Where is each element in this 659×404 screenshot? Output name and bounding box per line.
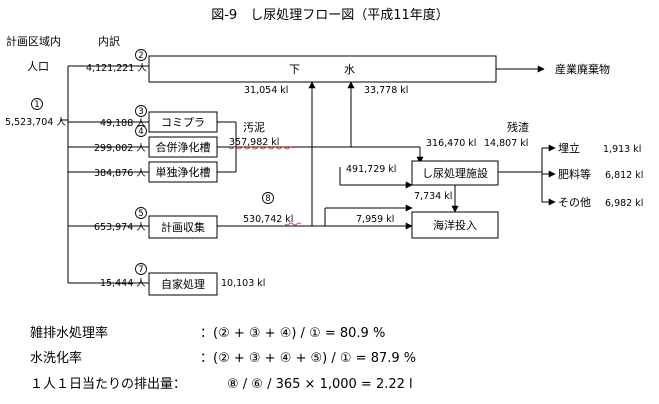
svg-text:：(② + ③ + ④) / ① = 80.9 %: ：(② + ③ + ④) / ① = 80.9 % xyxy=(200,326,385,341)
svg-text:8: 8 xyxy=(265,194,270,204)
sludge-amount: 357,982 kl xyxy=(229,137,279,148)
marker-sewer: 2 xyxy=(135,49,147,61)
residue-total: 14,807 kl xyxy=(484,138,528,149)
sewer-inflow-1: 31,054 kl xyxy=(244,85,288,96)
keikaku-box xyxy=(148,215,218,239)
facility-to-sea: 7,734 kl xyxy=(414,191,452,202)
marker-gappei: 4 xyxy=(135,125,147,137)
marker-collected: 8 xyxy=(262,192,274,204)
svg-text:6,812 kl: 6,812 kl xyxy=(605,170,643,181)
pop-jika: 15,444 人 xyxy=(100,278,146,289)
keikaku-label: 計画収集 xyxy=(161,220,205,234)
sludge-label: 汚泥 xyxy=(243,121,265,134)
pop-gappei: 299,002 人 xyxy=(94,143,146,154)
marker-keikaku: 5 xyxy=(135,207,147,219)
formula-row: １人１日当たりの排出量： ⑧ / ⑥ / 365 × 1,000 = 2.22 … xyxy=(30,377,413,392)
svg-text:雑排水処理率: 雑排水処理率 xyxy=(30,325,108,341)
formula-row: 雑排水処理率 ：(② + ③ + ④) / ① = 80.9 % xyxy=(30,325,385,341)
sea-inflow: 7,959 kl xyxy=(356,214,394,225)
svg-text:1: 1 xyxy=(34,100,39,110)
header-area: 計画区域内 xyxy=(6,34,61,48)
pop-sewer: 4,121,221 人 xyxy=(86,63,147,74)
sewer-inflow-2: 33,778 kl xyxy=(364,85,408,96)
marker-jika: 7 xyxy=(135,263,147,275)
header-population: 人口 xyxy=(27,60,49,73)
svg-text:：(② + ③ + ④ + ⑤) / ① = 87.9 %: ：(② + ③ + ④ + ⑤) / ① = 87.9 % xyxy=(200,351,416,366)
svg-text:6,982 kl: 6,982 kl xyxy=(605,198,643,209)
svg-text:7: 7 xyxy=(138,265,143,275)
svg-text:１人１日当たりの排出量：: １人１日当たりの排出量： xyxy=(30,377,186,392)
jika-box xyxy=(148,272,218,296)
industrial-waste-label: 産業廃棄物 xyxy=(555,62,610,76)
svg-text:埋立: 埋立 xyxy=(558,141,580,155)
svg-text:5: 5 xyxy=(138,209,143,219)
ocean-dumping-label: 海洋投入 xyxy=(433,218,477,232)
svg-text:4: 4 xyxy=(138,127,143,137)
shinyo-facility-label: し尿処理施設 xyxy=(422,166,488,180)
svg-text:2: 2 xyxy=(138,51,143,61)
ocean-dumping-box xyxy=(411,211,499,239)
total-population: 5,523,704 人 xyxy=(5,117,66,128)
komipura-label: コミプラ xyxy=(161,116,205,129)
formula-row: 水洗化率 ：(② + ③ + ④ + ⑤) / ① = 87.9 % xyxy=(30,350,416,366)
pop-tandoku: 384,876 人 xyxy=(94,168,146,179)
sewer-label: 下 水 xyxy=(289,63,355,76)
collected-amount: 530,742 kl xyxy=(243,214,293,225)
pop-keikaku: 653,974 人 xyxy=(94,222,146,233)
svg-text:1,913 kl: 1,913 kl xyxy=(603,144,641,155)
facility-inflow: 491,729 kl xyxy=(346,164,396,175)
residue-item: 肥料等 6,812 kl xyxy=(558,167,643,181)
residue-label: 残渣 xyxy=(507,120,529,134)
total-marker: 1 xyxy=(31,98,43,110)
residue-item: その他 6,982 kl xyxy=(558,196,643,209)
marker-komipura: 3 xyxy=(135,105,147,117)
pop-komipura: 49,188 人 xyxy=(100,118,146,129)
svg-text:その他: その他 xyxy=(558,196,591,209)
jika-amount: 10,103 kl xyxy=(221,278,265,289)
svg-text:肥料等: 肥料等 xyxy=(558,167,591,181)
shinyo-facility-box xyxy=(411,160,499,186)
jika-label: 自家処理 xyxy=(161,277,205,291)
tandoku-label: 単独浄化槽 xyxy=(156,165,211,179)
diagram-title: 図-9 し尿処理フロー図（平成11年度） xyxy=(211,7,449,23)
facility-total: 316,470 kl xyxy=(426,138,476,149)
header-breakdown: 内訳 xyxy=(98,34,120,48)
svg-text:3: 3 xyxy=(138,107,143,117)
svg-text:水洗化率: 水洗化率 xyxy=(30,350,82,366)
residue-item: 埋立 1,913 kl xyxy=(558,141,641,155)
gappei-label: 合併浄化槽 xyxy=(156,140,211,154)
svg-text:⑧ / ⑥ / 365 × 1,000 = 2.22 l: ⑧ / ⑥ / 365 × 1,000 = 2.22 l xyxy=(227,377,413,392)
